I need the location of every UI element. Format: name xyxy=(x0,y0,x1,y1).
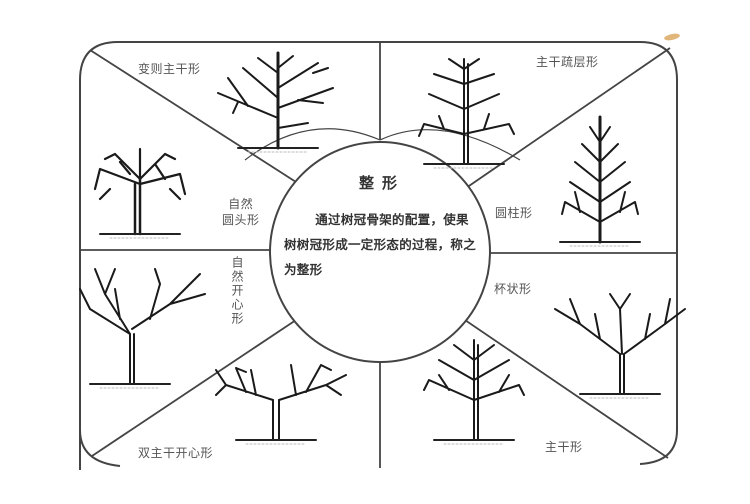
tree-icon-central-leader xyxy=(423,339,525,445)
outer-frame xyxy=(79,41,678,470)
tree-icon-columnar xyxy=(559,115,641,247)
tree-illustrations xyxy=(79,51,686,445)
tree-icon-natural-round-head xyxy=(93,147,187,239)
label-modified-leader: 变则主干形 xyxy=(138,62,201,76)
label-columnar: 圆柱形 xyxy=(495,206,533,220)
tree-icon-modified-leader xyxy=(217,51,334,153)
center-circle xyxy=(269,141,491,363)
label-double-trunk-open-center: 双主干开心形 xyxy=(138,446,214,460)
label-sparse-layered-leader: 主干疏层形 xyxy=(536,55,599,69)
label-natural-open-center: 自然开心形 xyxy=(230,256,244,326)
center-title: 整形 xyxy=(358,174,405,192)
tree-icon-cup-shaped xyxy=(554,293,686,399)
tree-icon-double-trunk-open-center xyxy=(215,364,347,445)
tree-icon-natural-open-center xyxy=(79,268,206,389)
segment-dividers xyxy=(80,42,677,468)
tree-icon-sparse-layered-leader xyxy=(418,58,515,169)
center-body: 通过树冠骨架的配置，使果树树冠形成一定形态的过程，称之为整形 xyxy=(284,212,477,277)
label-central-leader: 主干形 xyxy=(545,440,583,454)
label-cup-shaped: 杯状形 xyxy=(494,282,532,296)
label-natural-round-head: 自然 圆头形 xyxy=(222,197,260,227)
center-definition: 整形 通过树冠骨架的配置，使果树树冠形成一定形态的过程，称之为整形 xyxy=(284,172,480,282)
